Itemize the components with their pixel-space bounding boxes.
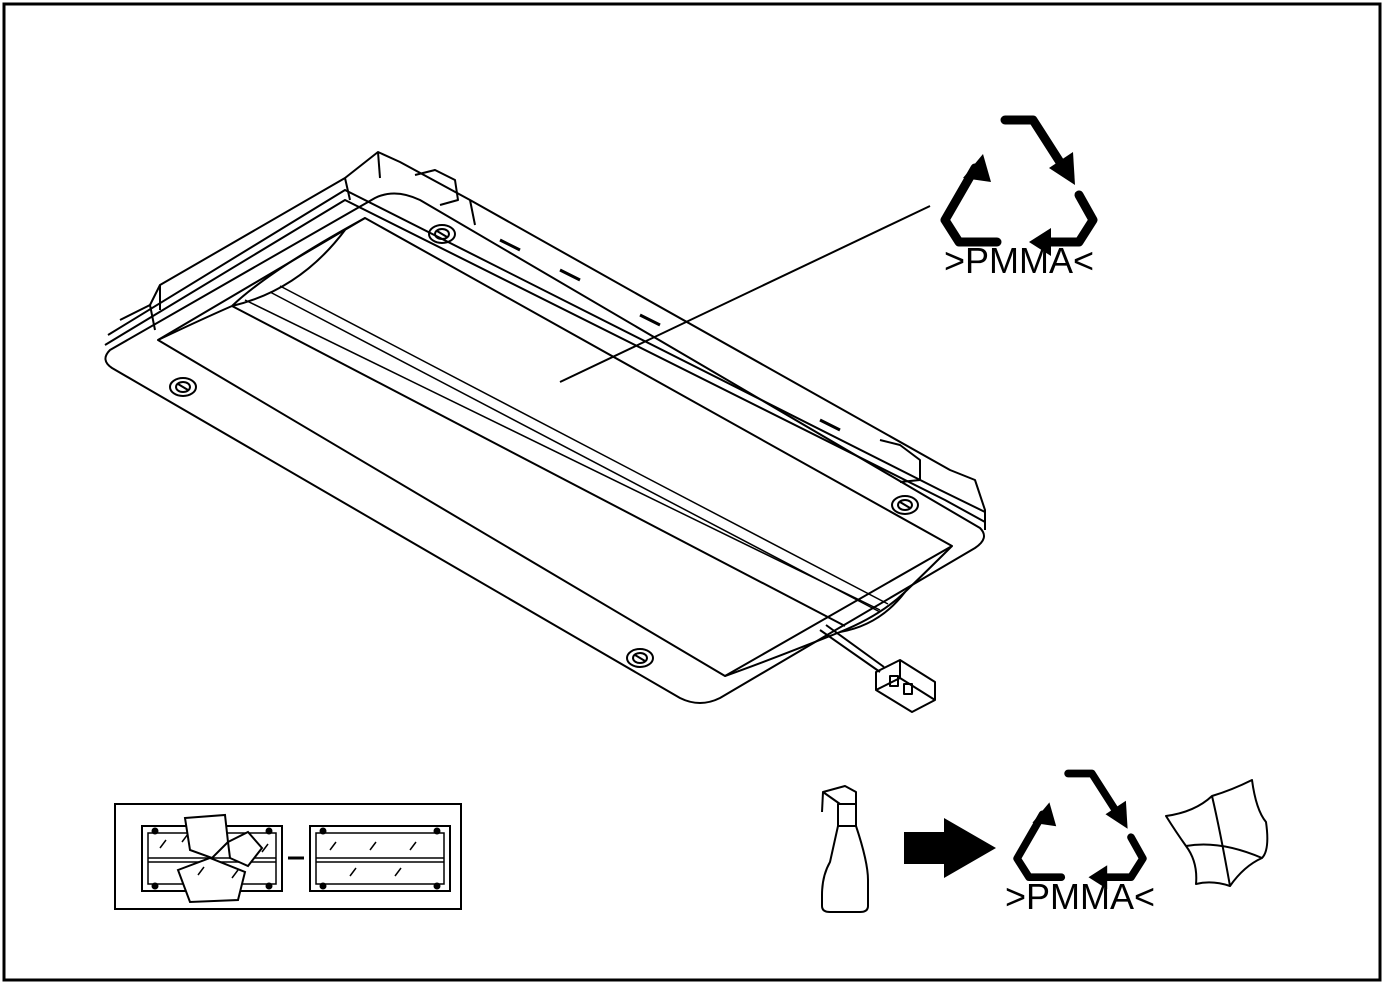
spray-bottle-icon bbox=[821, 785, 869, 913]
screw bbox=[169, 377, 197, 397]
front-cover-plate bbox=[104, 192, 985, 704]
pmma-diffuser bbox=[157, 217, 953, 677]
recycle-icon bbox=[1017, 774, 1143, 890]
screw bbox=[891, 495, 919, 515]
material-label: >PMMA< bbox=[1005, 876, 1155, 917]
housing-top-edge bbox=[149, 151, 986, 530]
recycle-icon bbox=[945, 120, 1093, 256]
protective-film bbox=[724, 545, 953, 677]
cable bbox=[819, 624, 885, 673]
material-label: >PMMA< bbox=[944, 240, 1094, 281]
film-removal-illustration bbox=[114, 803, 462, 910]
screw bbox=[626, 648, 654, 668]
connector bbox=[875, 659, 936, 713]
leader-line bbox=[559, 205, 931, 383]
cloth-icon bbox=[1165, 779, 1269, 887]
light-panel-drawing bbox=[104, 151, 986, 713]
right-arrow-icon bbox=[904, 818, 996, 878]
screw bbox=[428, 224, 456, 244]
